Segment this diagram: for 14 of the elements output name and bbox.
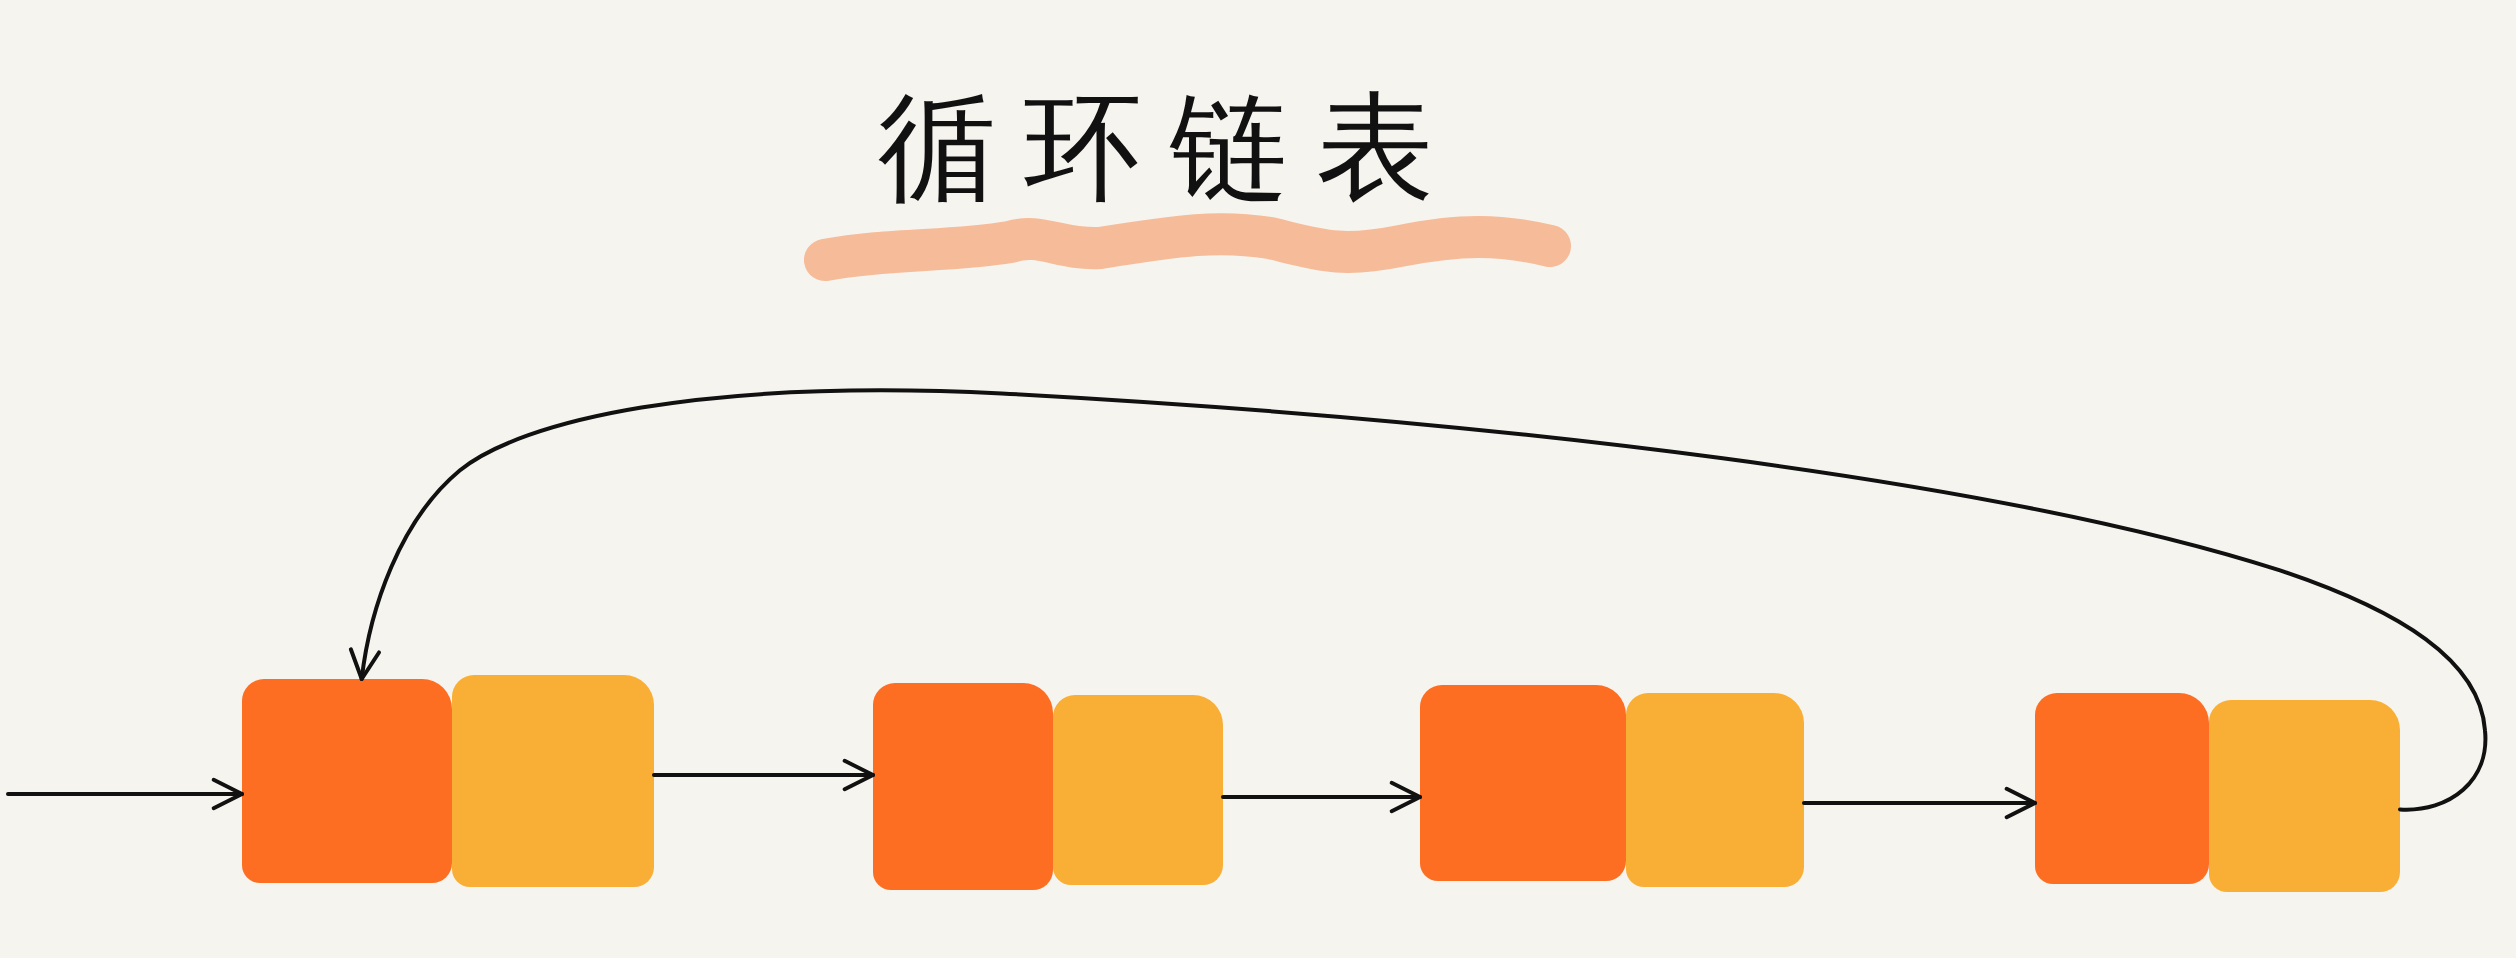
title: 循环链表 xyxy=(877,88,1463,206)
data-field-box xyxy=(1420,685,1626,881)
arrow xyxy=(6,777,244,811)
data-field-box xyxy=(242,679,452,883)
pointer-field-box xyxy=(452,675,654,887)
data-field-box xyxy=(2035,693,2209,884)
pointer-field-box xyxy=(1053,695,1223,885)
pointer-field-box xyxy=(1626,693,1804,887)
arrow xyxy=(1802,786,2037,820)
arrow xyxy=(1221,780,1422,814)
pointer-field-box xyxy=(2209,700,2400,892)
loop-arrow xyxy=(349,388,2488,812)
data-field-box xyxy=(873,683,1053,890)
arrow xyxy=(652,758,875,792)
